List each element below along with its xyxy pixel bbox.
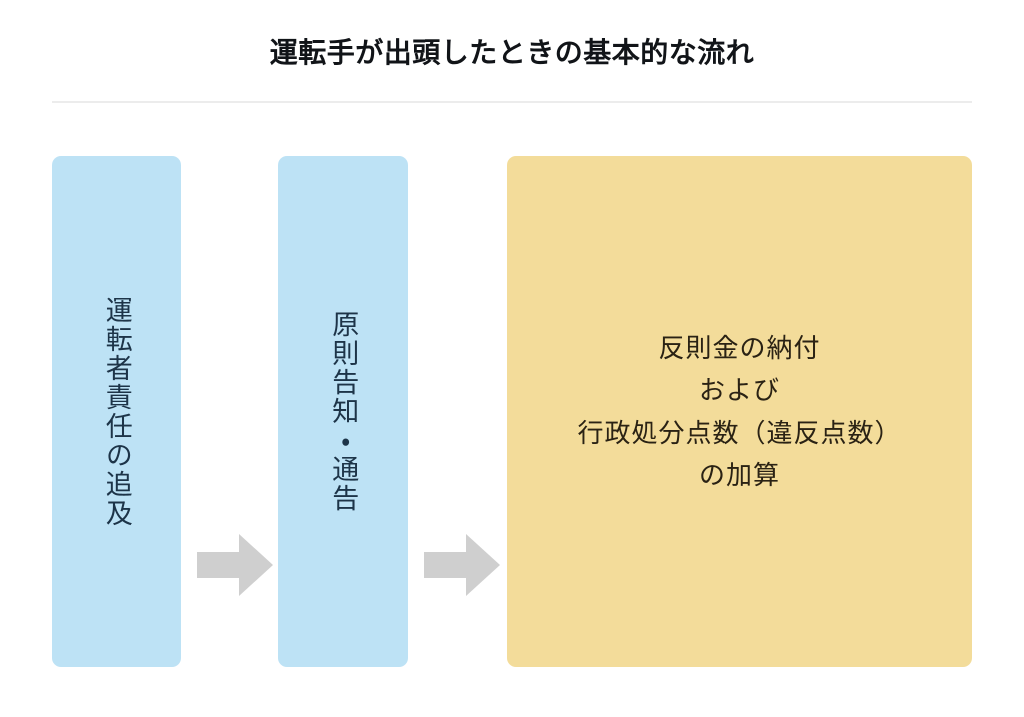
flow-steps-row: 運転者責任の追及 原則告知・通告 反則金の納付 および 行政処分点数（違反点数）… [0, 156, 1024, 667]
flow-step-2: 原則告知・通告 [278, 156, 408, 667]
right-arrow-icon [424, 534, 500, 596]
page-title: 運転手が出頭したときの基本的な流れ [269, 37, 755, 68]
flow-step-2-label: 原則告知・通告 [328, 310, 359, 513]
right-arrow-icon [197, 534, 273, 596]
flow-step-3-label: 反則金の納付 および 行政処分点数（違反点数） の加算 [577, 333, 902, 490]
flow-step-1-label: 運転者責任の追及 [101, 295, 132, 528]
flow-step-3: 反則金の納付 および 行政処分点数（違反点数） の加算 [507, 156, 972, 667]
title-divider [52, 101, 972, 103]
flow-step-1: 運転者責任の追及 [52, 156, 181, 667]
